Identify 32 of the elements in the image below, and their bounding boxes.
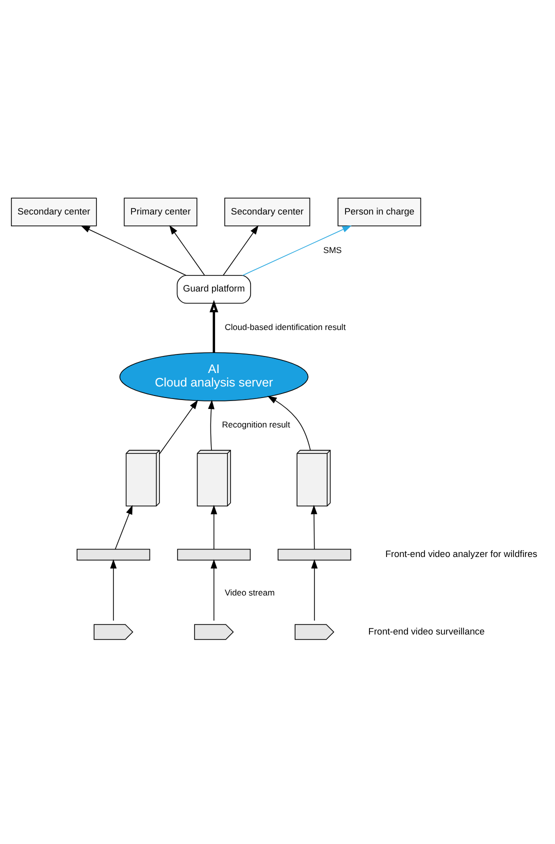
arrow [222,225,259,276]
node-camera [194,624,234,640]
arrow [242,225,352,276]
arrow [267,396,311,451]
node-camera [294,624,334,640]
arrow [210,300,218,353]
node-camera [94,624,134,640]
edge-label: SMS [323,244,342,255]
label: Front-end video surveillance [368,626,485,636]
arrow [311,559,318,622]
arrow [114,505,133,550]
node-box: Primary center [124,198,198,226]
node-box: Secondary center [224,198,310,226]
arrow [210,559,218,622]
arrow [110,559,117,622]
arrow [80,225,186,276]
label: Front-end video analyzer for wildfires [385,549,538,560]
node-box: Person in charge [338,198,422,226]
arrow [159,400,198,454]
node-box: Secondary center [10,198,97,226]
arrow [210,504,218,550]
node-box [177,548,251,560]
arrow [208,400,214,450]
edge-label: Recognition result [222,420,290,430]
edge-label: Cloud-based identification result [224,322,346,332]
arrow [169,225,205,276]
edge-label: Video stream [224,588,275,598]
node-ellipse: AI Cloud analysis server [119,352,308,402]
node-box [278,548,352,560]
node-box: Guard platform [176,275,252,304]
node-box [76,548,150,560]
arrow [310,504,318,550]
